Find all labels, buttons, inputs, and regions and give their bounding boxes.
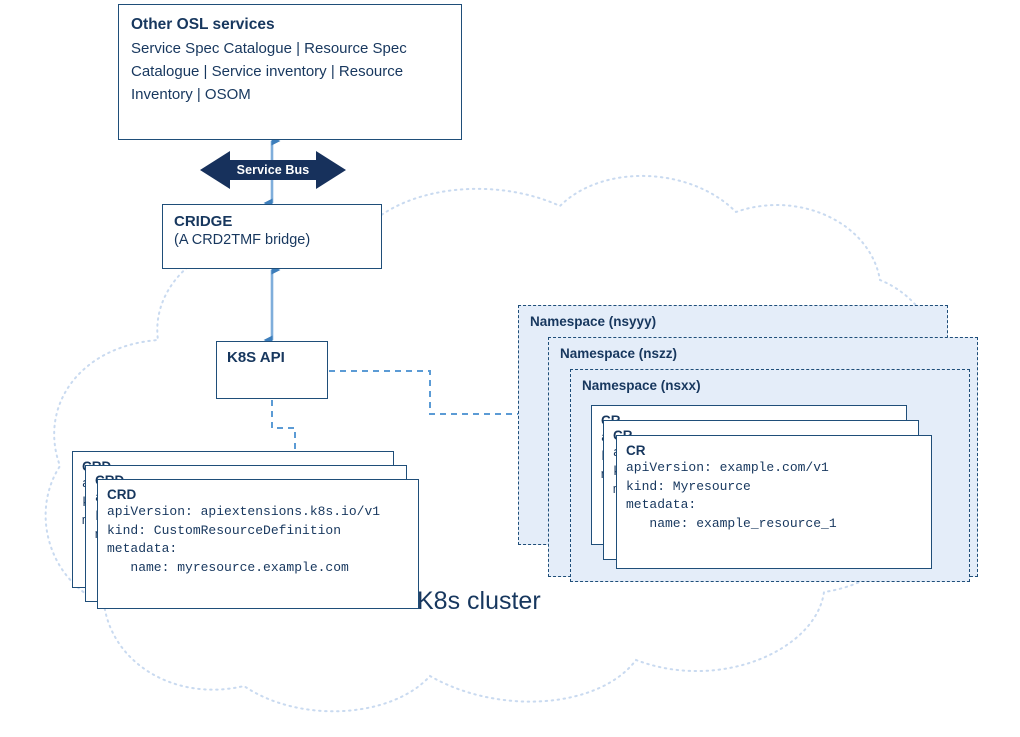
other-osl-services-box: Other OSL services Service Spec Catalogu…: [118, 4, 462, 140]
connector-k8sapi-to-namespaces: [329, 370, 548, 415]
cridge-subtitle: (A CRD2TMF bridge): [174, 232, 311, 248]
cridge-title: CRIDGE: [174, 213, 233, 230]
cr-card: CR apiVersion: example.com/v1 kind: Myre…: [616, 435, 932, 569]
namespace-label-nsyyy: Namespace (nsyyy): [530, 314, 657, 329]
namespace-label-nszz: Namespace (nszz): [560, 346, 678, 361]
namespace-label-nsxx: Namespace (nsxx): [582, 378, 701, 393]
osl-services-list: Service Spec Catalogue | Resource Spec C…: [131, 40, 407, 103]
cr-card-body: apiVersion: example.com/v1 kind: Myresou…: [626, 460, 837, 531]
service-bus-label: Service Bus: [236, 163, 310, 177]
cridge-box: CRIDGE (A CRD2TMF bridge): [162, 204, 382, 269]
k8s-api-box: K8S API: [216, 341, 328, 399]
cr-card-kind: CR: [626, 443, 646, 458]
crd-card-body: apiVersion: apiextensions.k8s.io/v1 kind…: [107, 504, 381, 575]
service-bus-arrow: Service Bus: [200, 151, 346, 189]
k8s-api-title: K8S API: [227, 349, 285, 366]
crd-card: CRD apiVersion: apiextensions.k8s.io/v1 …: [97, 479, 419, 609]
double-headed-arrow-icon: [200, 151, 346, 189]
crd-card-kind: CRD: [107, 487, 137, 502]
osl-title: Other OSL services: [131, 16, 275, 33]
k8s-cluster-label: K8s cluster: [417, 587, 541, 615]
connector-k8sapi-to-crd: [271, 400, 296, 452]
